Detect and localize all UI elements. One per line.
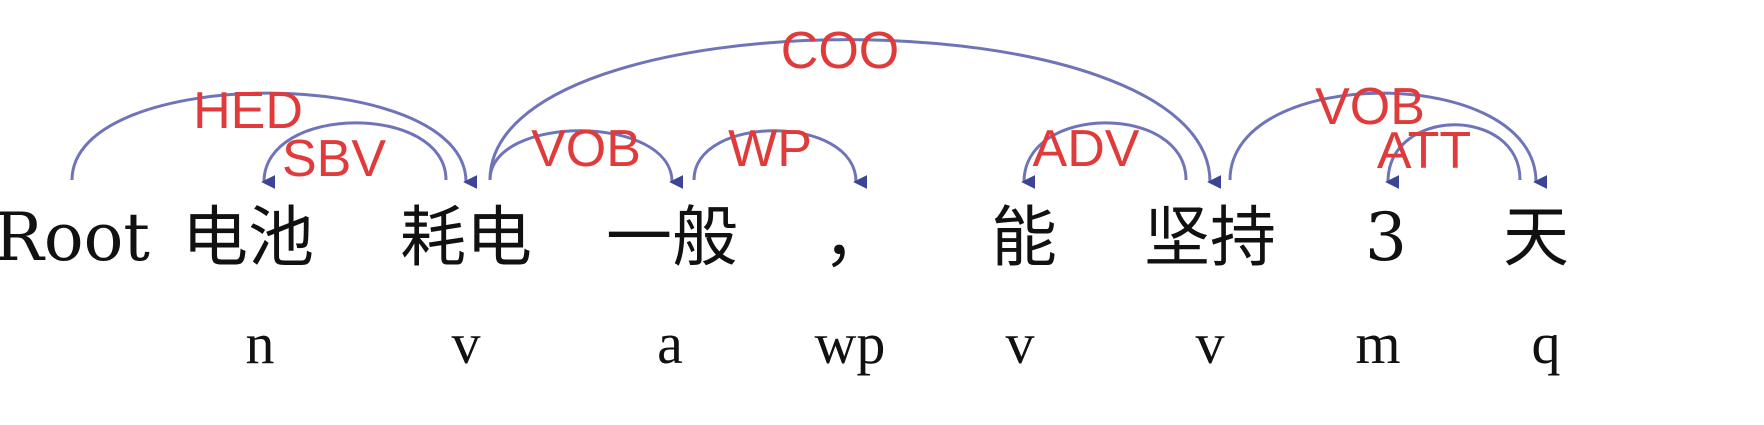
dependency-arc-wp xyxy=(692,129,868,189)
pos-tag: q xyxy=(1532,311,1561,376)
dependency-arc-vob xyxy=(1228,91,1548,189)
relation-label: HED xyxy=(193,82,303,140)
token-word: 一般 xyxy=(606,199,738,276)
relation-label: COO xyxy=(781,22,899,80)
token-word: 能 xyxy=(991,199,1057,276)
token-word: ， xyxy=(823,199,889,276)
dependency-arc-sbv xyxy=(261,121,448,190)
pos-tag: v xyxy=(1196,311,1225,376)
token-word: Root xyxy=(0,199,150,276)
dependency-arc-coo xyxy=(488,38,1222,189)
pos-tag: a xyxy=(657,311,683,376)
pos-tag: wp xyxy=(815,311,886,376)
pos-tag: v xyxy=(1006,311,1035,376)
dependency-arc-adv xyxy=(1021,121,1188,190)
pos-tag: m xyxy=(1355,311,1400,376)
pos-tag: v xyxy=(452,311,481,376)
relation-label: ADV xyxy=(1033,120,1140,178)
token-word: 电池 xyxy=(182,199,314,276)
token-word: 3 xyxy=(1365,199,1407,276)
token-word: 耗电 xyxy=(400,199,532,276)
relation-label: ATT xyxy=(1377,122,1471,180)
pos-tag: n xyxy=(246,311,275,376)
dependency-arc-att xyxy=(1385,123,1522,190)
arc-layer xyxy=(70,38,1548,190)
token-word: 坚持 xyxy=(1144,199,1276,276)
dependency-arc-vob xyxy=(488,129,684,189)
relation-label: SBV xyxy=(282,130,386,188)
relation-label: VOB xyxy=(531,120,641,178)
dependency-arc-hed xyxy=(70,91,478,189)
token-word: 天 xyxy=(1503,199,1569,276)
relation-label: WP xyxy=(728,120,812,178)
relation-label: VOB xyxy=(1315,78,1425,136)
